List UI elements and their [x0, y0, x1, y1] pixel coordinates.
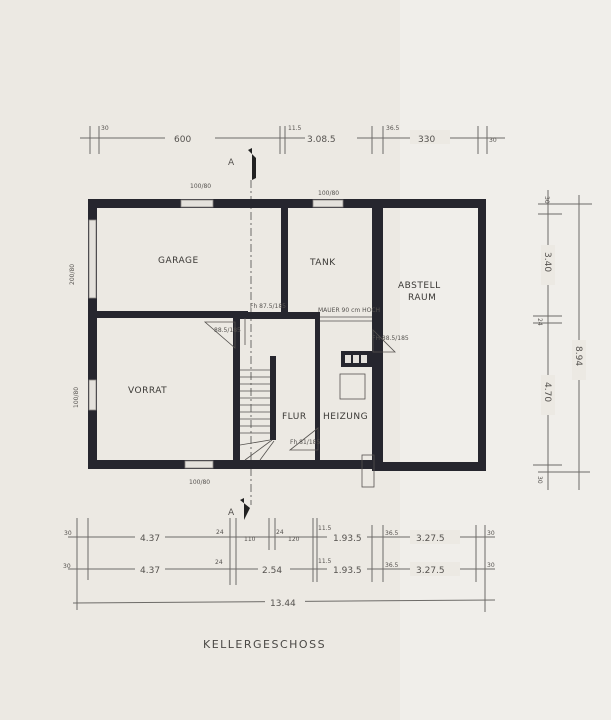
- right-dimension-chain: 30 3.40 24 4.70 30 8.94: [533, 190, 592, 490]
- room-label-tank: TANK: [309, 258, 336, 268]
- dim-label: 36.5: [386, 125, 400, 132]
- section-marker-top: A: [228, 148, 256, 180]
- svg-text:30: 30: [536, 476, 543, 484]
- room-label-garage: GARAGE: [158, 256, 199, 266]
- svg-text:30: 30: [543, 196, 550, 204]
- boiler: [339, 373, 366, 400]
- svg-text:30: 30: [63, 563, 71, 570]
- svg-text:120: 120: [288, 536, 300, 543]
- bottom-dimension-chain: 30 4.37 24 110 24 120 11.5 1.93.5 36.5 3…: [63, 518, 496, 612]
- svg-text:3.27.5: 3.27.5: [416, 566, 445, 576]
- drawing-title: KELLERGESCHOSS: [203, 638, 326, 651]
- doors: Fh 87.5/185 88.5/185 FH 88.5/185 Fh 81/1…: [203, 303, 409, 451]
- svg-text:30: 30: [64, 530, 72, 537]
- svg-text:4.70: 4.70: [542, 382, 552, 402]
- top-dimension-chain: 30 600 11.5 3.08.5 36.5 330 30: [80, 125, 505, 154]
- chimney: [341, 351, 372, 367]
- window-label: 100/80: [189, 479, 210, 486]
- svg-text:30: 30: [487, 562, 495, 569]
- room-label-vorrat: VORRAT: [128, 386, 167, 396]
- svg-text:4.37: 4.37: [140, 534, 160, 544]
- total-width: 13.44: [270, 599, 296, 609]
- dim-label: 30: [101, 125, 109, 132]
- svg-text:30: 30: [487, 530, 495, 537]
- svg-text:2.54: 2.54: [262, 566, 282, 576]
- room-label-abstellraum: ABSTELL: [398, 281, 441, 291]
- door-label: FH 88.5/185: [372, 335, 409, 342]
- window-label: 200/80: [69, 264, 76, 285]
- svg-text:8.94: 8.94: [573, 346, 583, 366]
- svg-text:24: 24: [536, 318, 543, 326]
- room-label-abstellraum: RAUM: [408, 293, 436, 303]
- dim-label: 3.08.5: [307, 135, 336, 145]
- svg-text:1.93.5: 1.93.5: [333, 534, 362, 544]
- svg-text:3.40: 3.40: [542, 252, 552, 272]
- section-marker-bottom: A: [228, 498, 250, 520]
- window-label: 100/80: [190, 183, 211, 190]
- svg-text:4.37: 4.37: [140, 566, 160, 576]
- room-label-heizung: HEIZUNG: [323, 412, 368, 422]
- door-label: 88.5/185: [214, 327, 241, 334]
- svg-text:11.5: 11.5: [318, 558, 332, 565]
- svg-text:36.5: 36.5: [385, 562, 399, 569]
- wall-note: MAUER 90 cm HOCH: [318, 307, 380, 314]
- svg-text:11.5: 11.5: [318, 525, 332, 532]
- dim-label: 30: [489, 137, 497, 144]
- svg-text:24: 24: [215, 559, 223, 566]
- window-label: 100/80: [318, 190, 339, 197]
- windows: 100/80 100/80 200/80 100/80 100/80: [69, 183, 344, 486]
- dim-label: 600: [174, 135, 191, 145]
- svg-text:24: 24: [276, 529, 284, 536]
- svg-text:1.93.5: 1.93.5: [333, 566, 362, 576]
- svg-text:24: 24: [216, 529, 224, 536]
- door-label: Fh 87.5/185: [250, 303, 286, 310]
- svg-text:36.5: 36.5: [385, 530, 399, 537]
- dim-label: 330: [418, 135, 435, 145]
- dim-label: 11.5: [288, 125, 302, 132]
- room-label-flur: FLUR: [282, 412, 307, 422]
- svg-text:110: 110: [244, 536, 256, 543]
- staircase: [239, 369, 275, 461]
- window-label: 100/80: [73, 387, 80, 408]
- svg-text:A: A: [228, 508, 235, 518]
- door-label: Fh 81/185: [290, 439, 320, 446]
- svg-text:A: A: [228, 158, 235, 168]
- svg-text:3.27.5: 3.27.5: [416, 534, 445, 544]
